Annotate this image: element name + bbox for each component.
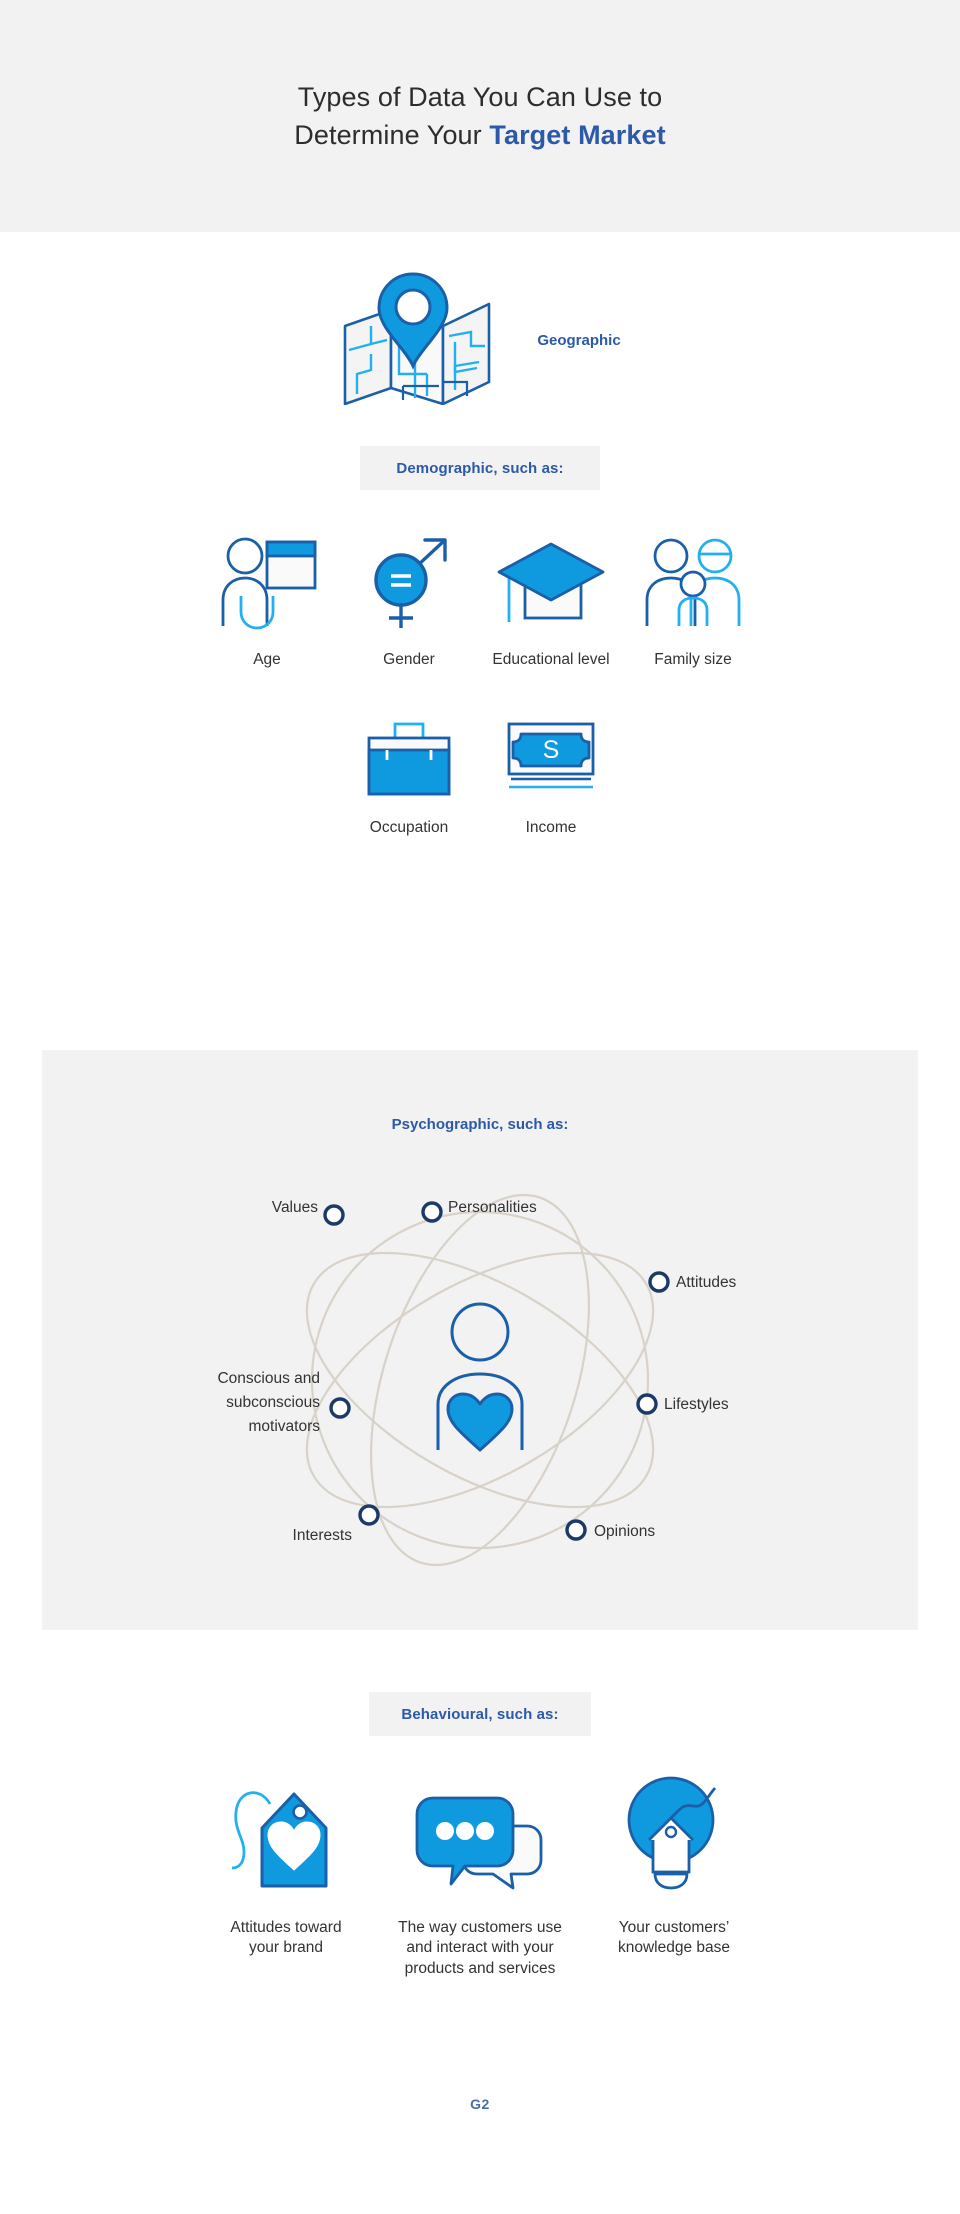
orbit-nodes xyxy=(323,1201,670,1541)
demographic-section: Demographic, such as: Age xyxy=(0,446,960,839)
family-group-icon xyxy=(641,534,745,630)
demographic-item-age: Age xyxy=(196,534,338,670)
demographic-row-1: Age Gender xyxy=(0,534,960,670)
demographic-item-gender: Gender xyxy=(338,534,480,670)
psychographic-band-label: Psychographic, such as: xyxy=(391,1116,569,1133)
orbit-node-lifestyles xyxy=(636,1393,658,1415)
geographic-section: Geographic xyxy=(0,232,960,434)
orbit-node-attitudes xyxy=(648,1271,670,1293)
page-title: Types of Data You Can Use to Determine Y… xyxy=(294,78,665,155)
banknote-icon: S xyxy=(503,702,599,798)
page-title-highlight: Target Market xyxy=(489,120,666,150)
g2-logo: G2 xyxy=(470,2096,490,2112)
demographic-item-label: Educational level xyxy=(492,651,610,668)
briefcase-icon xyxy=(363,702,455,798)
page-header: Types of Data You Can Use to Determine Y… xyxy=(0,0,960,232)
psychographic-section: Psychographic, such as: xyxy=(42,1050,918,1630)
psychographic-atom-diagram: Values Personalities Attitudes Lifestyle… xyxy=(42,1160,918,1600)
demographic-item-label: Gender xyxy=(383,651,435,668)
behavioural-label-line: products and services xyxy=(404,1959,556,1977)
geographic-label: Geographic xyxy=(537,331,621,349)
behavioural-band: Behavioural, such as: xyxy=(369,1692,591,1736)
behavioural-item-knowledge: Your customers’ knowledge base xyxy=(586,1776,762,1959)
orbit-label-lifestyles: Lifestyles xyxy=(664,1396,729,1413)
behavioural-section: Behavioural, such as: Attitudes toward y… xyxy=(0,1692,960,1979)
orbit-node-opinions xyxy=(565,1519,587,1541)
behavioural-item-label: Attitudes toward your brand xyxy=(230,1918,341,1959)
orbit-label-motivators-line2: subconscious xyxy=(226,1394,320,1411)
male-female-combined-symbol-icon xyxy=(365,534,453,630)
demographic-item-occupation: Occupation xyxy=(338,702,480,838)
orbit-label-motivators: Conscious and subconscious motivators xyxy=(217,1370,320,1435)
folded-map-with-location-pin-icon xyxy=(339,270,499,410)
svg-text:S: S xyxy=(543,736,560,764)
demographic-item-label: Age xyxy=(253,651,281,668)
demographic-band-label: Demographic, such as: xyxy=(396,459,564,477)
footer: G2 xyxy=(0,2096,960,2112)
orbit-node-interests xyxy=(358,1504,380,1526)
speech-bubbles-icon xyxy=(415,1782,545,1892)
page-title-line1: Types of Data You Can Use to xyxy=(297,81,663,112)
orbit-label-attitudes: Attitudes xyxy=(676,1274,737,1291)
behavioural-label-line: The way customers use xyxy=(398,1919,562,1936)
demographic-item-education: Educational level xyxy=(480,534,622,670)
orbit-label-opinions: Opinions xyxy=(594,1523,655,1540)
behavioural-item-label: Your customers’ knowledge base xyxy=(618,1918,730,1959)
lightbulb-with-tag-icon xyxy=(619,1776,729,1892)
orbit-label-interests: Interests xyxy=(293,1527,353,1544)
demographic-row-2: Occupation S Income xyxy=(0,702,960,838)
behavioural-item-attitudes: Attitudes toward your brand xyxy=(198,1782,374,1959)
behavioural-item-label: The way customers use and interact with … xyxy=(398,1918,562,1979)
behavioural-label-line: Your customers’ xyxy=(618,1919,730,1936)
orbit-label-motivators-line1: Conscious and xyxy=(217,1370,320,1387)
graduation-cap-icon xyxy=(493,534,609,630)
orbit-label-personalities: Personalities xyxy=(448,1199,537,1216)
demographic-item-income: S Income xyxy=(480,702,622,838)
demographic-item-label: Family size xyxy=(654,651,732,668)
page-title-line2-prefix: Determine Your xyxy=(294,120,490,150)
behavioural-item-usage: The way customers use and interact with … xyxy=(374,1782,586,1979)
orbit-label-values: Values xyxy=(272,1199,318,1216)
person-with-heart-icon xyxy=(436,1302,524,1452)
behavioural-label-line: Attitudes toward xyxy=(230,1919,342,1936)
orbit-node-motivators xyxy=(329,1397,351,1419)
demographic-band: Demographic, such as: xyxy=(360,446,600,490)
behavioural-label-line: and interact with your xyxy=(406,1939,554,1957)
demographic-item-family-size: Family size xyxy=(622,534,764,670)
orbit-label-motivators-line3: motivators xyxy=(249,1418,321,1435)
behavioural-label-line: knowledge base xyxy=(617,1939,731,1957)
demographic-item-label: Income xyxy=(525,819,577,837)
orbit-node-values xyxy=(323,1204,345,1226)
behavioural-items: Attitudes toward your brand The way cust… xyxy=(0,1776,960,1979)
demographic-item-label: Occupation xyxy=(369,819,449,837)
orbit-node-personalities xyxy=(421,1201,443,1223)
behavioural-band-label: Behavioural, such as: xyxy=(401,1705,559,1723)
orbit-paths xyxy=(305,1193,655,1567)
person-with-calendar-icon xyxy=(215,534,319,630)
behavioural-label-line: your brand xyxy=(248,1939,324,1957)
price-tag-with-heart-icon xyxy=(226,1782,346,1892)
